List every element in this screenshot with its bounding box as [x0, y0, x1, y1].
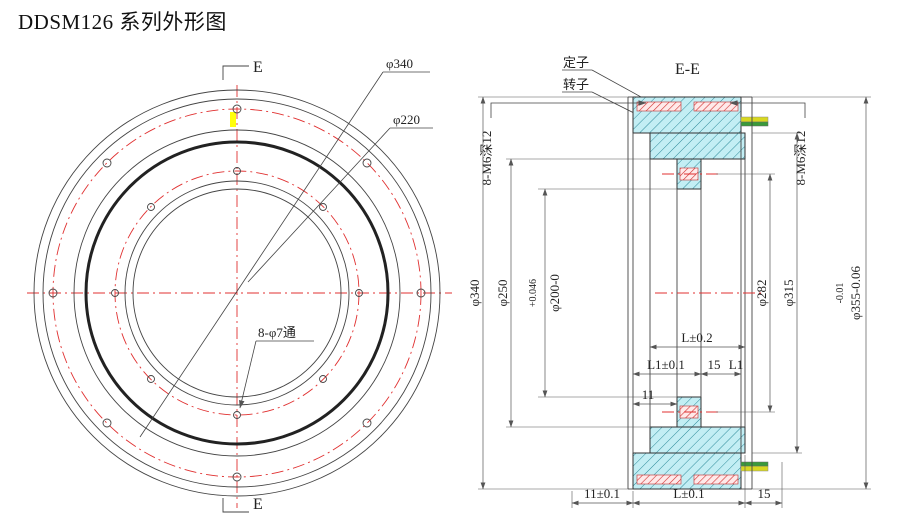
top-pin-yellow [740, 116, 769, 123]
section-cut-markers: E E [222, 59, 263, 513]
highlight-mark [230, 112, 236, 127]
m6-left-leader [490, 100, 647, 118]
dim-label-d250: φ250 [495, 279, 510, 306]
dim-label-d220: φ220 [393, 112, 420, 127]
bottom-winding-left [636, 474, 682, 485]
section-view: E-E 定子 转子 [467, 55, 871, 508]
dim-label-d200-tol: +0.046 [528, 279, 539, 307]
d220-leader [247, 127, 391, 283]
dim-label-L-bottom: L±0.1 [673, 486, 704, 501]
section-marker-bottom-bracket [222, 498, 249, 513]
dim-label-L1-short: L1 [729, 357, 743, 372]
bottom-winding-right [693, 474, 739, 485]
stator-label: 定子 [563, 55, 589, 70]
drawing-title: DDSM126 系列外形图 [18, 10, 227, 34]
flange-circles [33, 89, 441, 497]
bottom-flange-plate [649, 426, 746, 454]
dim-label-L1: L1±0.1 [647, 357, 685, 372]
diameter-dimensions: φ340 φ250 +0.046 φ200-0 φ282 [467, 96, 871, 490]
dim-label-11-tol: 11±0.1 [584, 486, 620, 501]
m6-right-leader [729, 100, 806, 118]
bore-circle-2 [132, 188, 342, 398]
section-title: E-E [675, 61, 700, 78]
dim-label-d355: φ355-0.06 [848, 265, 863, 320]
dim-label-holes: 8-φ7通 [258, 325, 296, 340]
inner-bolt-holes [111, 167, 363, 419]
outer-bolt-holes [48, 104, 426, 482]
rotor-label: 转子 [563, 77, 589, 92]
section-marker-top-label: E [253, 59, 263, 76]
holes-leader [239, 340, 257, 409]
dim-label-d355-tol: -0.01 [835, 283, 846, 304]
top-winding-left [636, 101, 682, 112]
dim-label-15-bottom: 15 [758, 486, 771, 501]
front-view: φ340 φ220 8-φ7通 E E [27, 56, 452, 513]
dim-label-sec-d340: φ340 [467, 279, 482, 306]
dim-label-d200: φ200-0 [547, 274, 562, 312]
outer-circle-2 [42, 98, 432, 488]
front-dimensions: φ340 φ220 8-φ7通 [139, 56, 433, 438]
top-pin-green [740, 121, 769, 127]
dim-label-d315: φ315 [781, 279, 796, 306]
m6-left-label: 8-M6深12 [479, 131, 494, 186]
outer-circle [33, 89, 441, 497]
bottom-pin-green [740, 461, 769, 467]
dim-label-d340: φ340 [386, 56, 413, 71]
rotor-ring-circle [84, 140, 390, 446]
mid-circle [73, 129, 401, 457]
m6-right-label: 8-M6深12 [793, 131, 808, 186]
inner-bolt-circle [114, 170, 360, 416]
section-parts [627, 96, 769, 490]
length-dimensions: L±0.2 L1±0.1 15 L1 11 11±0.1 L±0.1 [571, 330, 783, 508]
dim-label-15-mid: 15 [708, 357, 721, 372]
top-winding-right [693, 101, 739, 112]
bore-circle [124, 180, 350, 406]
dim-label-d282: φ282 [754, 279, 769, 306]
outer-bolt-circle [52, 108, 422, 478]
top-flange-plate [649, 132, 746, 160]
section-marker-bottom-label: E [253, 496, 263, 513]
dim-label-L: L±0.2 [681, 330, 712, 345]
d340-leader [139, 71, 384, 438]
section-marker-top-bracket [222, 65, 249, 80]
dim-label-11: 11 [642, 387, 655, 402]
cylinder-wall-lines [627, 96, 753, 490]
